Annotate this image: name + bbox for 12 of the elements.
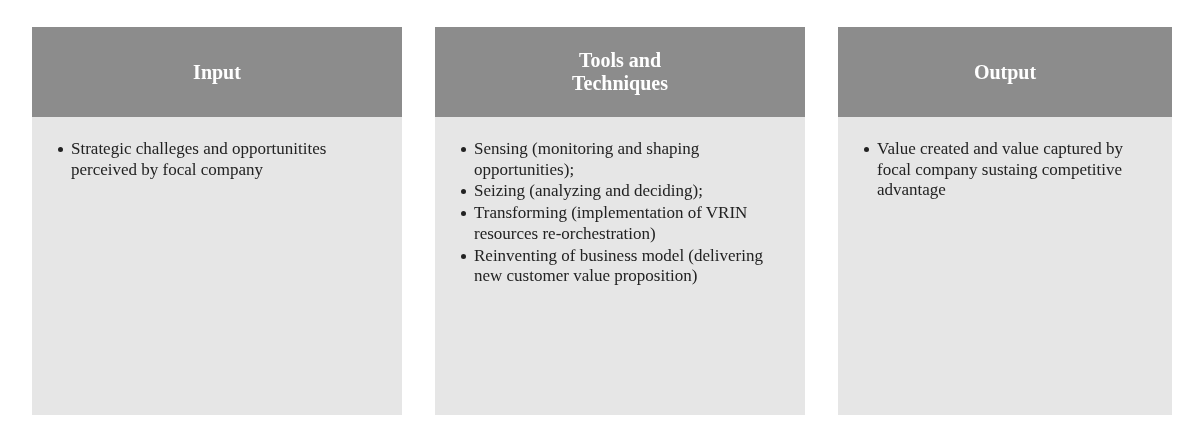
column-heading: Input <box>193 60 241 84</box>
column-panel <box>838 27 1172 415</box>
column-heading: Tools and Techniques <box>571 49 669 95</box>
bullet-text: Transforming (implementation of VRIN resources re-orchestration) <box>474 203 749 245</box>
column-heading: Output <box>973 60 1037 84</box>
bullet-text: Value created and value captured by focal company sustaing competitive advantage <box>877 139 1124 202</box>
bullet-text: Sensing (monitoring and shaping opportunities); <box>474 139 701 181</box>
bullet-text: Seizing (analyzing and deciding); <box>474 181 703 203</box>
column-panel <box>32 27 402 415</box>
column-panel <box>435 27 805 415</box>
bullet-text: Reinventing of business model (delivering new customer value proposition) <box>474 245 764 288</box>
bullet-text: Strategic challeges and opportunitites perceived by focal company <box>71 139 328 181</box>
